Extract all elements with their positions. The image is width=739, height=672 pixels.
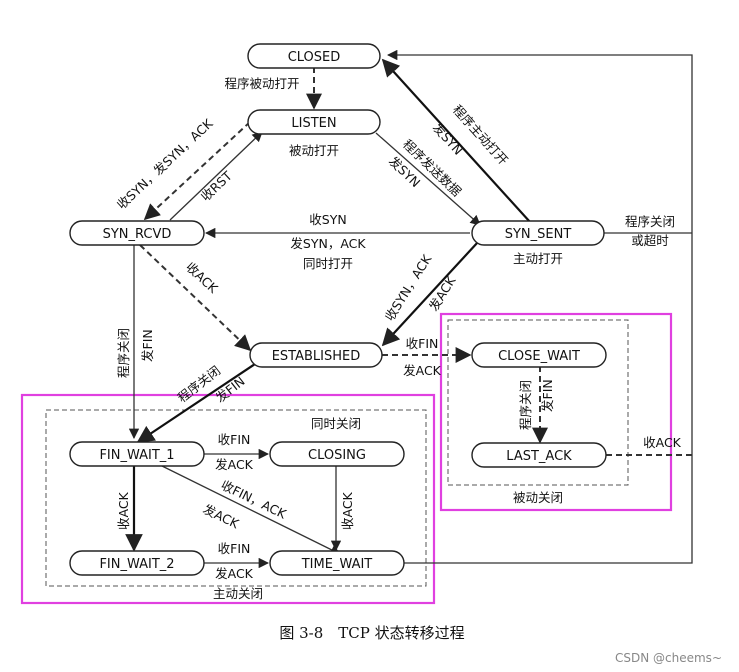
state-closing: CLOSING xyxy=(269,441,405,467)
edge-syn-sent-established xyxy=(381,241,479,347)
label-send-ack-4: 发ACK xyxy=(201,501,242,531)
label-recv-synack: 收SYN，ACK xyxy=(382,251,435,323)
label-passive-close: 被动关闭 xyxy=(513,490,563,505)
state-fin-wait-1: FIN_WAIT_1 xyxy=(69,441,205,467)
edge-syn-rcvd-listen xyxy=(169,131,263,221)
label-recv-rst: 收RST xyxy=(198,168,235,204)
edge-fin-wait-1-time-wait xyxy=(159,464,341,555)
label-app-close-timeout-1: 程序关闭 xyxy=(625,214,675,229)
edge-established-fin-wait-1 xyxy=(136,361,259,443)
state-syn-sent: SYN_SENT xyxy=(471,220,605,246)
edge-syn-rcvd-established xyxy=(139,244,252,352)
state-established: ESTABLISHED xyxy=(249,342,383,368)
label-recv-fin-1: 收FIN xyxy=(406,336,439,351)
figure-caption: 图 3-8 TCP 状态转移过程 xyxy=(279,624,464,642)
label-send-ack-5: 发ACK xyxy=(215,566,254,581)
state-label: LAST_ACK xyxy=(506,449,572,464)
state-label: CLOSING xyxy=(308,448,366,463)
label-sim-open: 同时打开 xyxy=(303,256,353,271)
state-label: CLOSED xyxy=(288,50,341,65)
label-sim-recv-syn: 收SYN xyxy=(309,212,346,227)
state-close-wait: CLOSE_WAIT xyxy=(471,342,607,368)
edge-listen-syn-rcvd xyxy=(143,121,251,221)
state-label: TIME_WAIT xyxy=(301,557,373,572)
state-label: SYN_RCVD xyxy=(103,227,172,242)
state-syn-rcvd: SYN_RCVD xyxy=(69,220,205,246)
state-listen: LISTEN xyxy=(247,109,381,135)
label-send-fin-3: 发FIN xyxy=(540,379,555,412)
edge-return-to-closed xyxy=(386,49,693,564)
label-app-active-open: 程序主动打开 xyxy=(450,102,511,168)
state-fin-wait-2: FIN_WAIT_2 xyxy=(69,550,205,576)
state-label: FIN_WAIT_2 xyxy=(99,557,174,572)
label-recv-ack-4: 收ACK xyxy=(340,491,355,530)
passive-close-highlight xyxy=(439,312,673,512)
label-recv-fin-2: 收FIN xyxy=(218,432,251,447)
label-passive-open-cmd: 程序被动打开 xyxy=(224,76,299,91)
label-recv-ack-3: 收ACK xyxy=(116,491,131,530)
state-label: CLOSE_WAIT xyxy=(498,349,580,364)
label-app-close-timeout-2: 或超时 xyxy=(631,233,669,248)
edge-closed-syn-sent xyxy=(381,58,531,223)
active-close-highlight xyxy=(20,393,436,605)
state-label: ESTABLISHED xyxy=(272,349,361,364)
label-recv-fin-3: 收FIN xyxy=(218,541,251,556)
active-close-group-box xyxy=(45,409,427,587)
label-recv-ack-2: 收ACK xyxy=(643,435,682,450)
state-last-ack: LAST_ACK xyxy=(471,442,607,468)
state-label: FIN_WAIT_1 xyxy=(99,448,174,463)
edge-listen-syn-sent xyxy=(375,132,481,226)
label-app-close-1: 程序关闭 xyxy=(116,328,131,378)
label-sim-send: 发SYN，ACK xyxy=(290,236,366,251)
state-closed: CLOSED xyxy=(247,43,381,69)
label-active-close: 主动关闭 xyxy=(213,586,263,601)
label-recv-ack-1: 收ACK xyxy=(183,259,221,296)
state-label: LISTEN xyxy=(291,116,336,131)
label-active-open: 主动打开 xyxy=(513,251,563,266)
label-sim-close: 同时关闭 xyxy=(311,416,361,431)
label-send-ack-2: 发ACK xyxy=(403,363,442,378)
label-passive-open: 被动打开 xyxy=(289,143,339,158)
watermark: CSDN @cheems~ xyxy=(615,651,722,665)
label-send-ack-3: 发ACK xyxy=(215,457,254,472)
label-send-syn-1: 发SYN xyxy=(430,120,466,158)
label-app-close-3: 程序关闭 xyxy=(518,380,533,430)
state-time-wait: TIME_WAIT xyxy=(269,550,405,576)
state-label: SYN_SENT xyxy=(505,227,572,242)
label-send-fin-1: 发FIN xyxy=(140,329,155,362)
passive-close-group-box xyxy=(447,319,629,486)
